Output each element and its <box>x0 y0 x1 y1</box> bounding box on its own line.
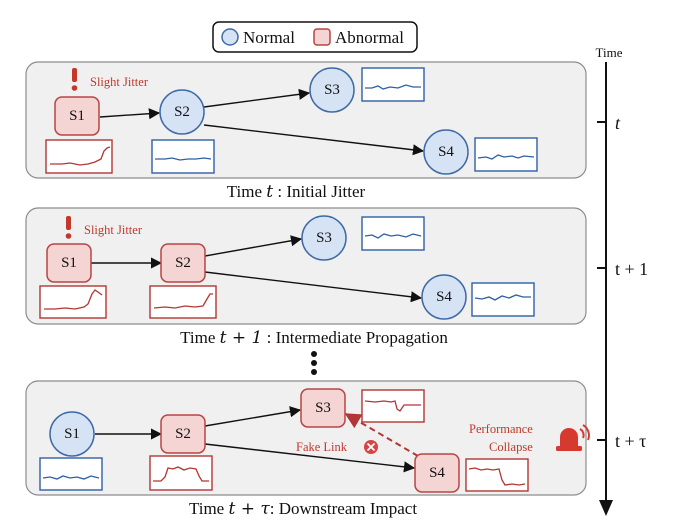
series-s4-line <box>468 467 526 486</box>
series-s2-box <box>149 455 213 491</box>
legend-normal-label: Normal <box>243 28 295 47</box>
edge-s2-s3 <box>204 235 303 257</box>
panel-time-t: Slight Jitter S1 S2 S3 S4 Time t : Initi… <box>25 61 587 202</box>
panel-time-t-plus-1: Slight Jitter S1 S2 S3 S4 Time t + 1 : I… <box>25 207 587 348</box>
series-s1-box <box>45 139 113 174</box>
tick-label-t-plus-1: t + 1 <box>615 259 648 279</box>
performance-collapse-label-line2: Collapse <box>489 440 533 454</box>
series-s3-box <box>361 67 425 102</box>
panel-2-caption: Time t + 1 : Intermediate Propagation <box>180 328 448 348</box>
series-s4-box <box>465 458 529 492</box>
node-s1-label: S1 <box>69 108 85 124</box>
node-s4-label: S4 <box>438 144 454 160</box>
series-s1-box <box>39 457 103 491</box>
series-s2-line <box>153 293 213 309</box>
performance-collapse-label-line1: Performance <box>469 422 533 436</box>
fake-link-edge <box>344 413 419 457</box>
series-s2-line <box>155 157 212 161</box>
legend-abnormal-label: Abnormal <box>335 28 404 47</box>
edge-s2-s3 <box>204 406 302 427</box>
series-s1-line <box>44 289 103 310</box>
node-s2-label: S2 <box>174 104 190 120</box>
node-s4 <box>423 129 469 175</box>
edge-s2-s4 <box>203 124 425 156</box>
series-s2-line <box>153 466 209 482</box>
panel-time-t-plus-tau: Fake Link Performance Collapse S1 S2 S3 … <box>25 380 590 519</box>
exclamation-icon <box>71 68 78 91</box>
node-s2-label: S2 <box>175 255 191 271</box>
series-s1-line <box>50 146 111 166</box>
series-s4-box <box>474 137 538 172</box>
vertical-ellipsis <box>311 351 317 375</box>
node-s3-label: S3 <box>315 400 331 416</box>
series-s3-line <box>365 84 421 90</box>
node-s3 <box>301 215 347 261</box>
edge-s2-s3 <box>203 88 311 108</box>
node-s2-label: S2 <box>175 426 191 442</box>
series-s3-box <box>361 389 425 423</box>
alarm-siren-icon <box>556 424 590 451</box>
node-s2 <box>160 414 206 454</box>
node-s3-label: S3 <box>324 82 340 98</box>
series-s3-line <box>364 233 422 239</box>
legend-normal-marker <box>221 28 239 46</box>
fake-link-label: Fake Link <box>296 440 348 454</box>
tick-label-t-plus-tau: t + τ <box>615 431 646 451</box>
node-s3 <box>300 388 346 428</box>
slight-jitter-label: Slight Jitter <box>84 223 143 237</box>
slight-jitter-label: Slight Jitter <box>90 75 149 89</box>
node-s4 <box>421 274 467 320</box>
series-s3-box <box>361 216 425 251</box>
series-s4-line <box>474 294 531 301</box>
series-s4-line <box>477 154 535 160</box>
series-s1-line <box>42 475 100 480</box>
node-s4-label: S4 <box>429 465 445 481</box>
node-s3 <box>309 67 355 113</box>
time-axis: Time t t + 1 t + τ <box>596 45 648 516</box>
series-s1-box <box>39 285 107 319</box>
panel-3-caption: Time t + τ: Downstream Impact <box>189 499 417 519</box>
series-s2-box <box>151 139 215 174</box>
panel-1-caption: Time t : Initial Jitter <box>227 182 366 202</box>
tick-label-t: t <box>615 113 621 133</box>
legend: Normal Abnormal <box>212 21 418 53</box>
edge-s1-s2 <box>99 108 161 120</box>
node-s4-label: S4 <box>436 289 452 305</box>
node-s2 <box>159 89 205 135</box>
node-s4 <box>414 453 460 493</box>
time-axis-arrowhead <box>599 500 613 516</box>
node-s1 <box>54 96 100 136</box>
node-s1-label: S1 <box>64 426 80 442</box>
node-s1 <box>49 411 95 457</box>
close-icon <box>364 440 378 454</box>
exclamation-icon <box>65 216 72 239</box>
legend-abnormal-marker <box>313 28 331 46</box>
time-axis-title: Time <box>596 45 623 60</box>
node-s3-label: S3 <box>316 230 332 246</box>
node-s2 <box>160 243 206 283</box>
series-s3-line <box>364 400 421 412</box>
node-s1 <box>46 243 92 283</box>
node-s1-label: S1 <box>61 255 77 271</box>
edge-s2-s4 <box>204 443 416 473</box>
edge-s2-s4 <box>204 271 423 303</box>
series-s2-box <box>149 285 217 319</box>
